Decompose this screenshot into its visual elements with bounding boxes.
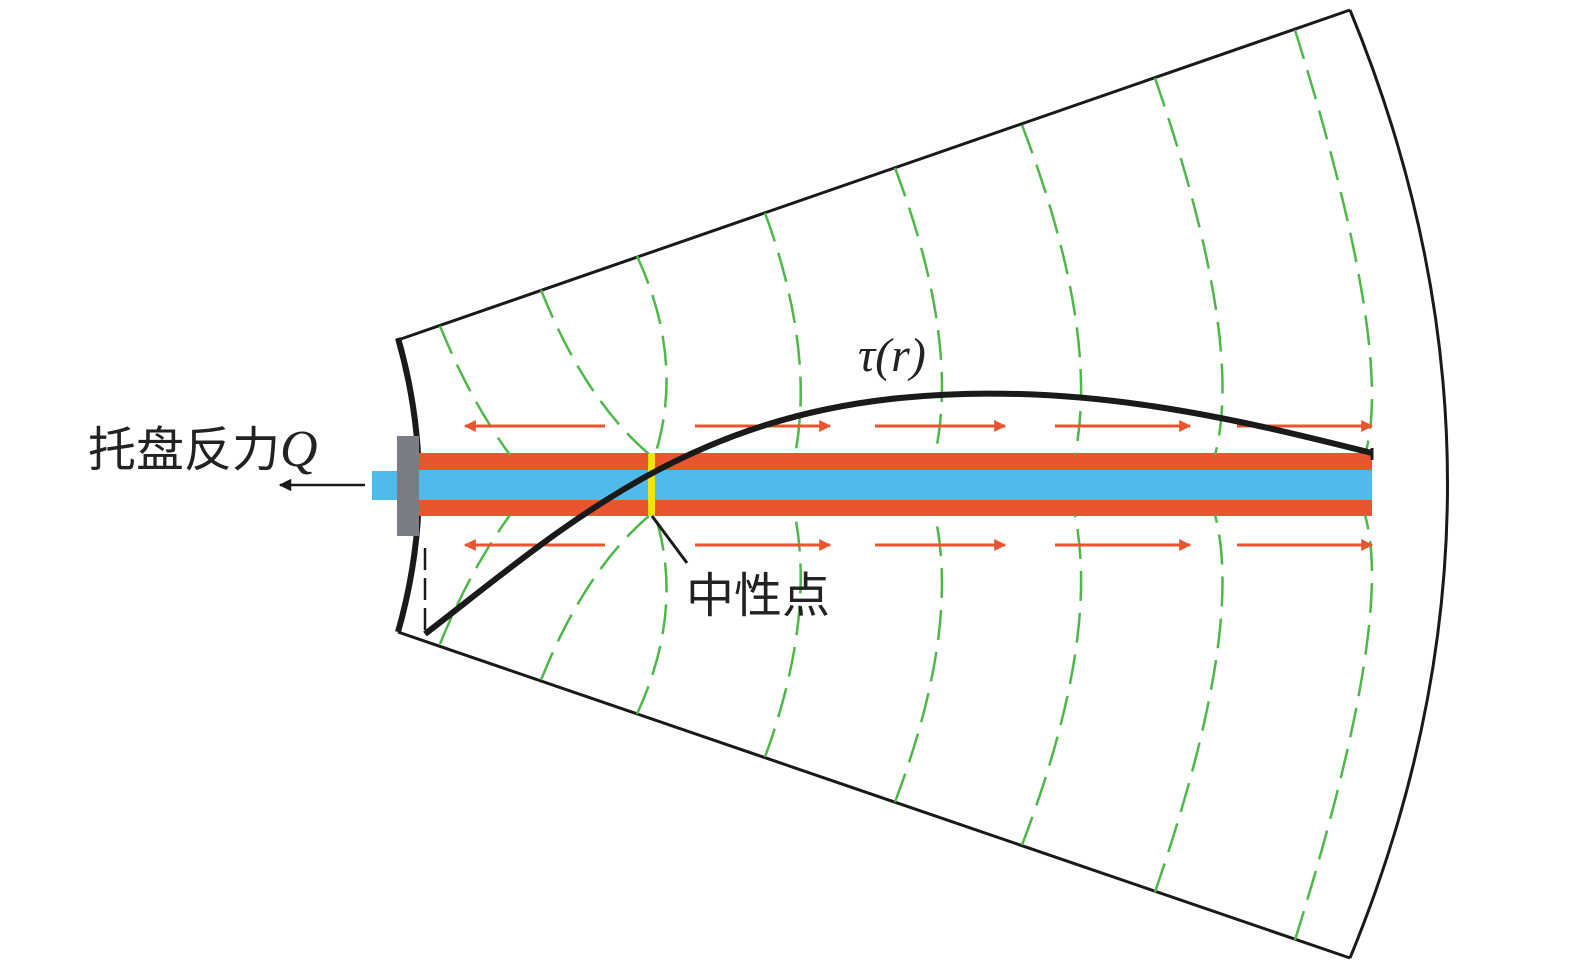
top-streamline: [539, 289, 651, 456]
bottom-streamline: [1153, 514, 1224, 893]
tray-plate: [397, 436, 419, 536]
bottom-streamline: [1020, 514, 1083, 846]
top-streamline: [635, 255, 668, 456]
bottom-streamline: [539, 514, 651, 681]
top-streamline: [763, 212, 802, 456]
bottom-streamline: [438, 514, 512, 645]
sector-outer-arc: [1348, 9, 1449, 959]
neutral-point-marker: [648, 453, 655, 516]
neutral-point-label: 中性点: [686, 568, 831, 624]
bottom-streamline: [1293, 514, 1374, 941]
shaft-stub: [372, 471, 400, 500]
sector-top-edge: [397, 8, 1351, 342]
shear-stress-label: τ(r): [858, 329, 926, 382]
top-streamline: [1020, 124, 1083, 456]
core-band: [418, 470, 1372, 500]
shear-stress-curve: [423, 390, 1373, 637]
bottom-streamline: [893, 514, 944, 803]
sector-bottom-edge: [397, 630, 1351, 960]
reaction-force-text: 托盘反力: [88, 422, 281, 478]
top-streamline: [893, 167, 944, 456]
neutral-point-leader: [650, 515, 689, 564]
reaction-force-label: 托盘反力Q: [88, 410, 318, 480]
top-streamline: [1153, 77, 1224, 456]
bottom-streamline: [763, 514, 802, 758]
bottom-streamline: [635, 514, 668, 715]
reaction-force-symbol: Q: [280, 421, 318, 478]
top-streamline: [1293, 29, 1374, 456]
top-streamline: [438, 325, 512, 456]
